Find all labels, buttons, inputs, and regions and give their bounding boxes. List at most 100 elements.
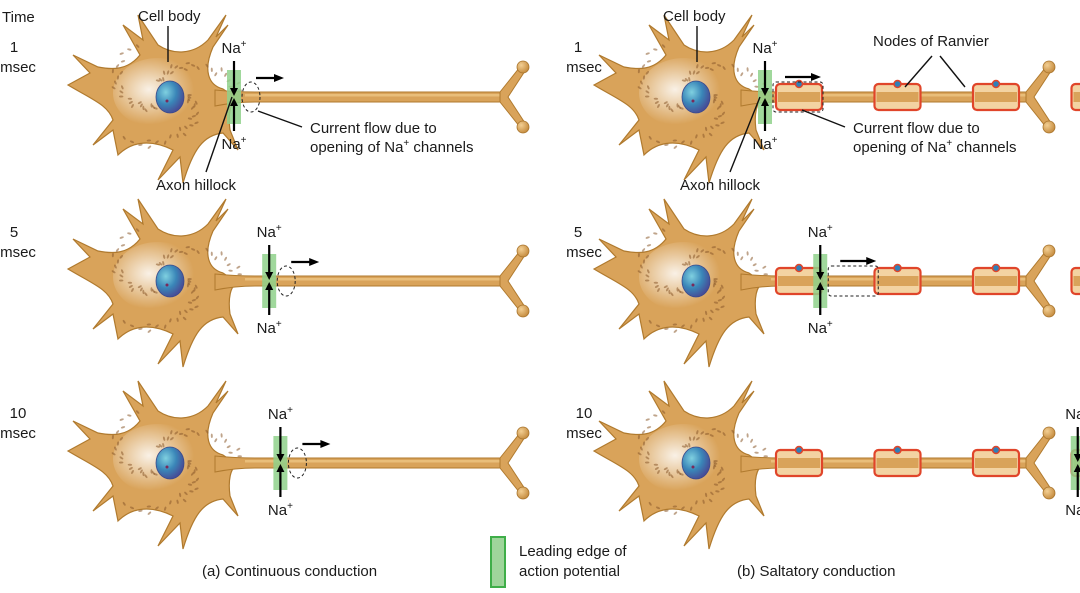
cell-speck — [176, 317, 179, 322]
action-potential-band — [1070, 436, 1080, 490]
cell-speck — [137, 101, 142, 105]
cell-speck — [194, 305, 199, 309]
cell-speck — [189, 308, 194, 311]
cell-speck — [114, 446, 117, 451]
cell-speck — [663, 285, 668, 289]
cell-speck — [228, 269, 233, 272]
cell-speck — [186, 99, 190, 104]
axon — [214, 455, 501, 473]
caption-saltatory: (b) Saltatory conduction — [737, 563, 895, 580]
cell-speck — [713, 281, 717, 286]
cell-speck — [162, 254, 166, 259]
cell-speck — [119, 95, 124, 98]
cell-speck — [166, 254, 170, 259]
current-flow-region — [827, 265, 879, 297]
cell-speck — [746, 251, 749, 256]
cell-speck — [642, 259, 646, 264]
cell-speck — [696, 430, 699, 435]
cell-speck — [127, 414, 132, 417]
cell-speck — [191, 64, 196, 67]
cell-speck — [661, 44, 666, 48]
axon-terminal — [499, 66, 526, 128]
nucleolus — [691, 465, 695, 469]
cell-speck — [169, 134, 172, 139]
cell-speck — [763, 273, 768, 276]
axon-hillock-leader-a — [205, 96, 233, 173]
axon-highlight — [245, 278, 500, 281]
cell-speck — [224, 256, 227, 261]
cell-speck — [164, 324, 167, 329]
cell-speck — [762, 447, 767, 451]
current-flow-leader-a — [257, 110, 303, 128]
time-unit-row-2-b: msec — [566, 244, 602, 261]
cell-speck — [754, 85, 759, 88]
cell-speck — [131, 103, 134, 109]
cell-speck — [144, 108, 148, 113]
cell-speck — [763, 455, 768, 458]
cell-speck — [645, 437, 650, 441]
cell-speck — [646, 426, 652, 429]
cell-speck — [122, 501, 126, 506]
cell-speck — [664, 143, 669, 146]
cell-speck — [191, 481, 197, 484]
cell-speck — [119, 279, 124, 282]
cell-speck — [174, 65, 179, 69]
cell-speck — [150, 469, 153, 474]
synaptic-bouton — [1042, 120, 1056, 134]
cell-speck — [647, 451, 650, 456]
synaptic-bouton — [1042, 486, 1056, 500]
cell-speck — [681, 445, 687, 448]
cell-speck — [673, 329, 678, 333]
cell-speck — [111, 452, 116, 456]
time-value-row-2-b: 5 — [574, 224, 582, 241]
schwann-cell-nucleus — [893, 445, 902, 455]
cell-speck — [655, 506, 661, 510]
cell-speck — [661, 410, 666, 414]
cell-speck — [677, 289, 681, 293]
cell-speck — [710, 309, 714, 314]
cell-speck — [717, 248, 722, 251]
cell-speck — [672, 505, 678, 508]
cell-speck — [645, 90, 650, 94]
cell-speck — [654, 467, 659, 470]
axon-under-myelin — [975, 458, 1017, 468]
cell-speck — [176, 499, 179, 504]
cell-speck — [672, 139, 678, 142]
time-unit-row-1: msec — [0, 59, 36, 76]
cell-speck — [226, 263, 231, 267]
cell-speck — [179, 310, 182, 316]
cell-speck — [716, 106, 721, 110]
cell-speck — [131, 469, 134, 475]
cell-speck — [663, 467, 668, 471]
cell-speck — [720, 466, 724, 471]
cell-speck — [645, 279, 650, 282]
ap-saltatory-row-1-na-top: Na+ — [752, 39, 777, 57]
time-unit-row-2: msec — [0, 244, 36, 261]
cell-speck — [637, 270, 642, 274]
cell-speck — [637, 452, 642, 456]
time-value-row-2: 5 — [10, 224, 18, 241]
cell-speck — [205, 247, 209, 252]
cell-speck — [688, 254, 692, 259]
axon — [214, 89, 501, 107]
cell-speck — [653, 414, 658, 417]
propagation-arrow-head — [309, 258, 320, 266]
current-flow-line1-b: Current flow due to — [853, 120, 980, 137]
propagation-arrow-head — [320, 440, 331, 448]
cell-speck — [696, 437, 700, 441]
cell-speck — [752, 263, 757, 267]
cell-speck — [709, 434, 714, 437]
nucleus — [681, 264, 711, 298]
cell-speck — [653, 281, 659, 284]
cell-speck — [692, 436, 696, 441]
cell-speck — [711, 62, 716, 65]
cell-speck — [654, 285, 659, 288]
cell-speck — [111, 434, 114, 440]
cell-speck — [642, 75, 646, 80]
cell-speck — [127, 48, 132, 51]
cell-speck — [721, 111, 725, 116]
time-unit-row-3: msec — [0, 425, 36, 442]
synaptic-bouton — [1042, 426, 1056, 440]
panel-a-labels: Cell body Axon hillock Current flow due … — [138, 8, 473, 194]
action-potential-band — [273, 436, 288, 490]
